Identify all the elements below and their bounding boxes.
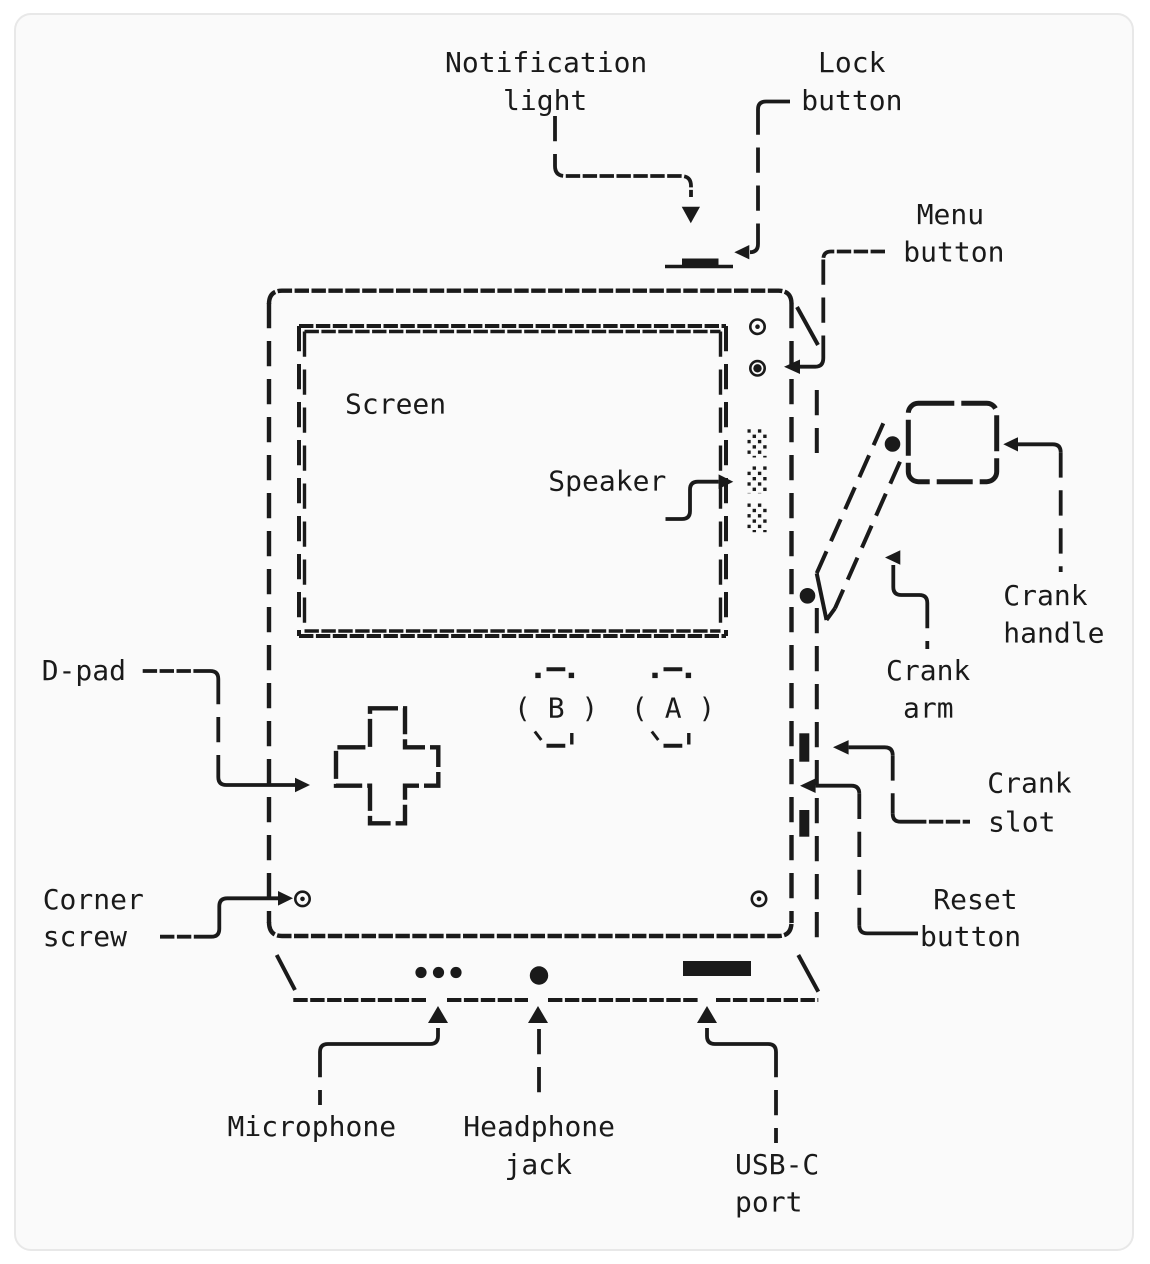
- crank-arm-label: Crank: [886, 654, 970, 687]
- bottom-left-bevel: [274, 954, 297, 991]
- screen: Screen: [297, 324, 728, 638]
- button-b: ( B ): [514, 667, 598, 748]
- crank-handle-label: handle: [1003, 617, 1104, 650]
- screw-bottom-left-icon: [293, 890, 311, 908]
- arrow-left-icon: [784, 359, 800, 374]
- crank-arm-edge: [814, 422, 886, 575]
- headphone-jack-hole: [529, 966, 549, 985]
- device-side: [665, 258, 1000, 950]
- button-b-label: ( B ): [514, 692, 598, 725]
- arrow-left-icon: [800, 778, 816, 793]
- crank-arm-label: arm: [903, 692, 954, 725]
- callout-lock-button: Lock button: [734, 46, 902, 260]
- device-bottom: [274, 954, 821, 1002]
- reset-button-label: Reset: [933, 883, 1017, 916]
- microphone-label: Microphone: [228, 1110, 397, 1143]
- headphone-jack-label: jack: [505, 1148, 573, 1181]
- arrow-right-icon: [295, 777, 310, 793]
- notification-light-label: Notification: [445, 46, 647, 79]
- crank-handle-label: Crank: [1003, 579, 1087, 612]
- callout-d-pad: D-pad: [42, 654, 310, 793]
- crank-slot-label: slot: [988, 806, 1055, 839]
- screw-top-right-icon: [748, 318, 766, 336]
- speaker-grille-segment: [747, 465, 769, 494]
- menu-button-label: button: [903, 236, 1004, 269]
- speaker-grille-segment: [747, 428, 769, 458]
- callout-crank-arm: Crank arm: [885, 550, 970, 725]
- usb-c-port-label: USB-C: [735, 1148, 819, 1181]
- crank-arm-tip: [824, 607, 837, 622]
- callout-corner-screw: Corner screw: [43, 883, 293, 953]
- microphone-holes: [415, 966, 462, 979]
- arrow-up-icon: [428, 1006, 448, 1023]
- crank-pivot-dot: [884, 436, 901, 452]
- menu-button-label: Menu: [917, 198, 984, 231]
- arrow-right-icon: [278, 891, 293, 906]
- screen-label: Screen: [345, 388, 446, 421]
- device-bottom-edge: [266, 921, 794, 939]
- arrow-left-icon: [1003, 437, 1018, 452]
- corner-screw-label: Corner: [43, 883, 144, 916]
- callout-crank-slot: Crank slot: [833, 740, 1072, 839]
- d-pad-label: D-pad: [42, 654, 126, 687]
- arrow-left-icon: [833, 740, 849, 755]
- side-top-bevel: [795, 306, 820, 346]
- device-front: Screen: [266, 288, 794, 939]
- crank-slot-bar: [799, 810, 810, 837]
- crank: [799, 400, 1000, 622]
- speaker-label: Speaker: [548, 465, 666, 498]
- arrow-down-icon: [681, 206, 700, 224]
- menu-button-dot: [748, 359, 766, 377]
- speaker-grille-segment: [747, 502, 769, 533]
- callout-headphone-jack: Headphone jack: [463, 1006, 615, 1181]
- button-a: ( A ): [631, 667, 715, 748]
- arrow-up-icon: [528, 1006, 548, 1023]
- arrow-left-icon: [885, 550, 901, 565]
- d-pad: [333, 706, 441, 826]
- usb-c-port-shape: [683, 961, 751, 976]
- button-a-label: ( A ): [631, 692, 715, 725]
- arrow-up-icon: [697, 1006, 717, 1023]
- crank-slot-bar: [799, 733, 810, 762]
- usb-c-port-label: port: [735, 1186, 802, 1219]
- arrow-right-icon: [718, 474, 734, 489]
- lock-button-shape: [665, 258, 733, 269]
- crank-arm-edge: [833, 460, 902, 610]
- crank-handle-shape: [905, 400, 1000, 485]
- corner-screw-label: screw: [43, 920, 127, 953]
- crank-slot-label: Crank: [987, 767, 1071, 800]
- callout-speaker: Speaker: [548, 465, 734, 521]
- crank-arm-tip: [814, 572, 829, 621]
- lock-button-label: Lock: [818, 46, 886, 79]
- lock-button-label: button: [801, 84, 902, 117]
- device-top-edge: [266, 288, 794, 305]
- diagram-card: [14, 13, 1134, 1251]
- notification-light-label: light: [503, 84, 587, 117]
- callout-menu-button: Menu button: [784, 198, 1004, 374]
- bottom-right-bevel: [796, 954, 821, 993]
- headphone-jack-label: Headphone: [463, 1110, 615, 1143]
- callout-microphone: Microphone: [228, 1006, 448, 1143]
- reset-button-label: button: [920, 920, 1021, 953]
- callout-crank-handle: Crank handle: [1003, 437, 1104, 650]
- callout-notification-light: Notification light: [445, 46, 700, 224]
- callout-reset-button: Reset button: [800, 778, 1021, 953]
- screw-bottom-right-icon: [750, 890, 768, 908]
- speaker-grille: [747, 428, 769, 533]
- arrow-left-icon: [734, 245, 750, 260]
- callout-usb-c-port: USB-C port: [697, 1006, 819, 1219]
- crank-pivot-dot: [799, 588, 816, 604]
